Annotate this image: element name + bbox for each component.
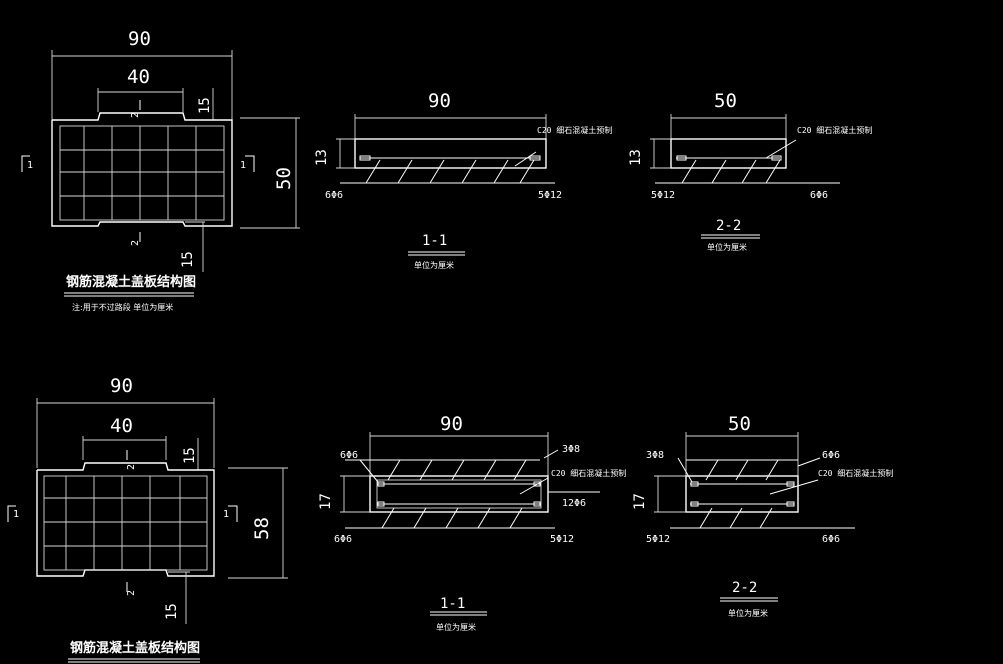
bottom-plan-sec-left: 1 (13, 509, 19, 520)
bottom-s1-bar-right: 5Φ12 (550, 534, 574, 545)
bottom-s1-unit: 单位为厘米 (436, 622, 476, 632)
bottom-s1-label: 1-1 (440, 596, 465, 612)
top-s1-width-dim: 90 (428, 90, 451, 112)
top-plan-sec-right: 1 (240, 160, 246, 171)
top-plan-width-dim: 90 (128, 28, 151, 50)
bottom-plan-inner-dim: 40 (110, 415, 133, 437)
bottom-s2-bar-right: 6Φ6 (822, 534, 840, 545)
bottom-plan-title: 钢筋混凝土盖板结构图 (70, 640, 200, 656)
top-s2-concrete: C20 细石混凝土预制 (797, 125, 872, 135)
top-s2-bar-right: 6Φ6 (810, 190, 828, 201)
bottom-s1-width-dim: 90 (440, 413, 463, 435)
top-s1-bar-left: 6Φ6 (325, 190, 343, 201)
bottom-s2-height-dim: 17 (632, 493, 648, 510)
top-plan-view: 90 40 15 1 1 2 2 50 (21, 28, 300, 312)
top-s2-height-dim: 13 (628, 149, 644, 166)
bottom-plan-sec-bottom: 2 (126, 590, 137, 596)
bottom-plan-view: 90 40 15 1 1 2 2 58 15 钢筋混凝土盖板结构图 (7, 375, 288, 663)
top-s1-concrete: C20 细石混凝土预制 (537, 125, 612, 135)
top-s2-bar-left: 5Φ12 (651, 190, 675, 201)
bottom-s2-concrete: C20 细石混凝土预制 (818, 468, 893, 478)
top-plan-inner-dim: 40 (127, 66, 150, 88)
bottom-s2-top-left-bar: 3Φ8 (646, 450, 664, 461)
top-s1-label: 1-1 (422, 233, 447, 249)
bottom-plan-height-dim: 58 (251, 517, 273, 540)
top-plan-sec-bottom: 2 (130, 240, 141, 246)
bottom-s2-label: 2-2 (732, 580, 757, 596)
top-plan-height-dim: 50 (273, 167, 295, 190)
top-plan-notch-dim: 15 (197, 97, 213, 114)
bottom-section-2-2: 50 17 3Φ8 6Φ6 C20 细石混凝土预制 5Φ12 6Φ6 2-2 单… (632, 413, 893, 618)
top-s1-height-dim: 13 (314, 149, 330, 166)
top-s2-width-dim: 50 (714, 90, 737, 112)
bottom-plan-notch-dim: 15 (182, 447, 198, 464)
top-plan-sec-top: 2 (130, 112, 141, 118)
bottom-plan-sec-top: 2 (126, 464, 137, 470)
bottom-s2-bar-left: 5Φ12 (646, 534, 670, 545)
bottom-s1-bar-left: 6Φ6 (334, 534, 352, 545)
top-plan-lower-dim: 15 (180, 251, 196, 268)
bottom-s2-top-right-bar: 6Φ6 (822, 450, 840, 461)
bottom-plan-sec-right: 1 (223, 509, 229, 520)
bottom-s1-stirrup: 12Φ6 (562, 498, 586, 509)
bottom-s1-concrete: C20 细石混凝土预制 (551, 468, 626, 478)
top-s2-unit: 单位为厘米 (707, 242, 747, 252)
top-s1-unit: 单位为厘米 (414, 260, 454, 270)
bottom-plan-width-dim: 90 (110, 375, 133, 397)
top-s1-bar-right: 5Φ12 (538, 190, 562, 201)
top-section-2-2: 50 13 C20 细石混凝土预制 5Φ12 6Φ6 2-2 单位为厘米 (628, 90, 872, 252)
bottom-plan-lower-dim: 15 (164, 603, 180, 620)
top-plan-note: 注:用于不过路段 单位为厘米 (72, 302, 173, 312)
top-plan-sec-left: 1 (27, 160, 33, 171)
bottom-s1-left-top-bar: 6Φ6 (340, 450, 358, 461)
bottom-s1-top-bar: 3Φ8 (562, 444, 580, 455)
top-plan-title: 钢筋混凝土盖板结构图 (66, 274, 196, 290)
bottom-s2-unit: 单位为厘米 (728, 608, 768, 618)
bottom-s1-height-dim: 17 (318, 493, 334, 510)
top-s2-label: 2-2 (716, 218, 741, 234)
top-section-1-1: 90 13 C20 细石混凝土预制 6Φ6 5Φ12 1-1 单位为厘米 (314, 90, 612, 270)
bottom-section-1-1: 90 17 6Φ6 3Φ8 C20 细石混凝土预制 12Φ6 6Φ6 (318, 413, 626, 632)
bottom-s2-width-dim: 50 (728, 413, 751, 435)
